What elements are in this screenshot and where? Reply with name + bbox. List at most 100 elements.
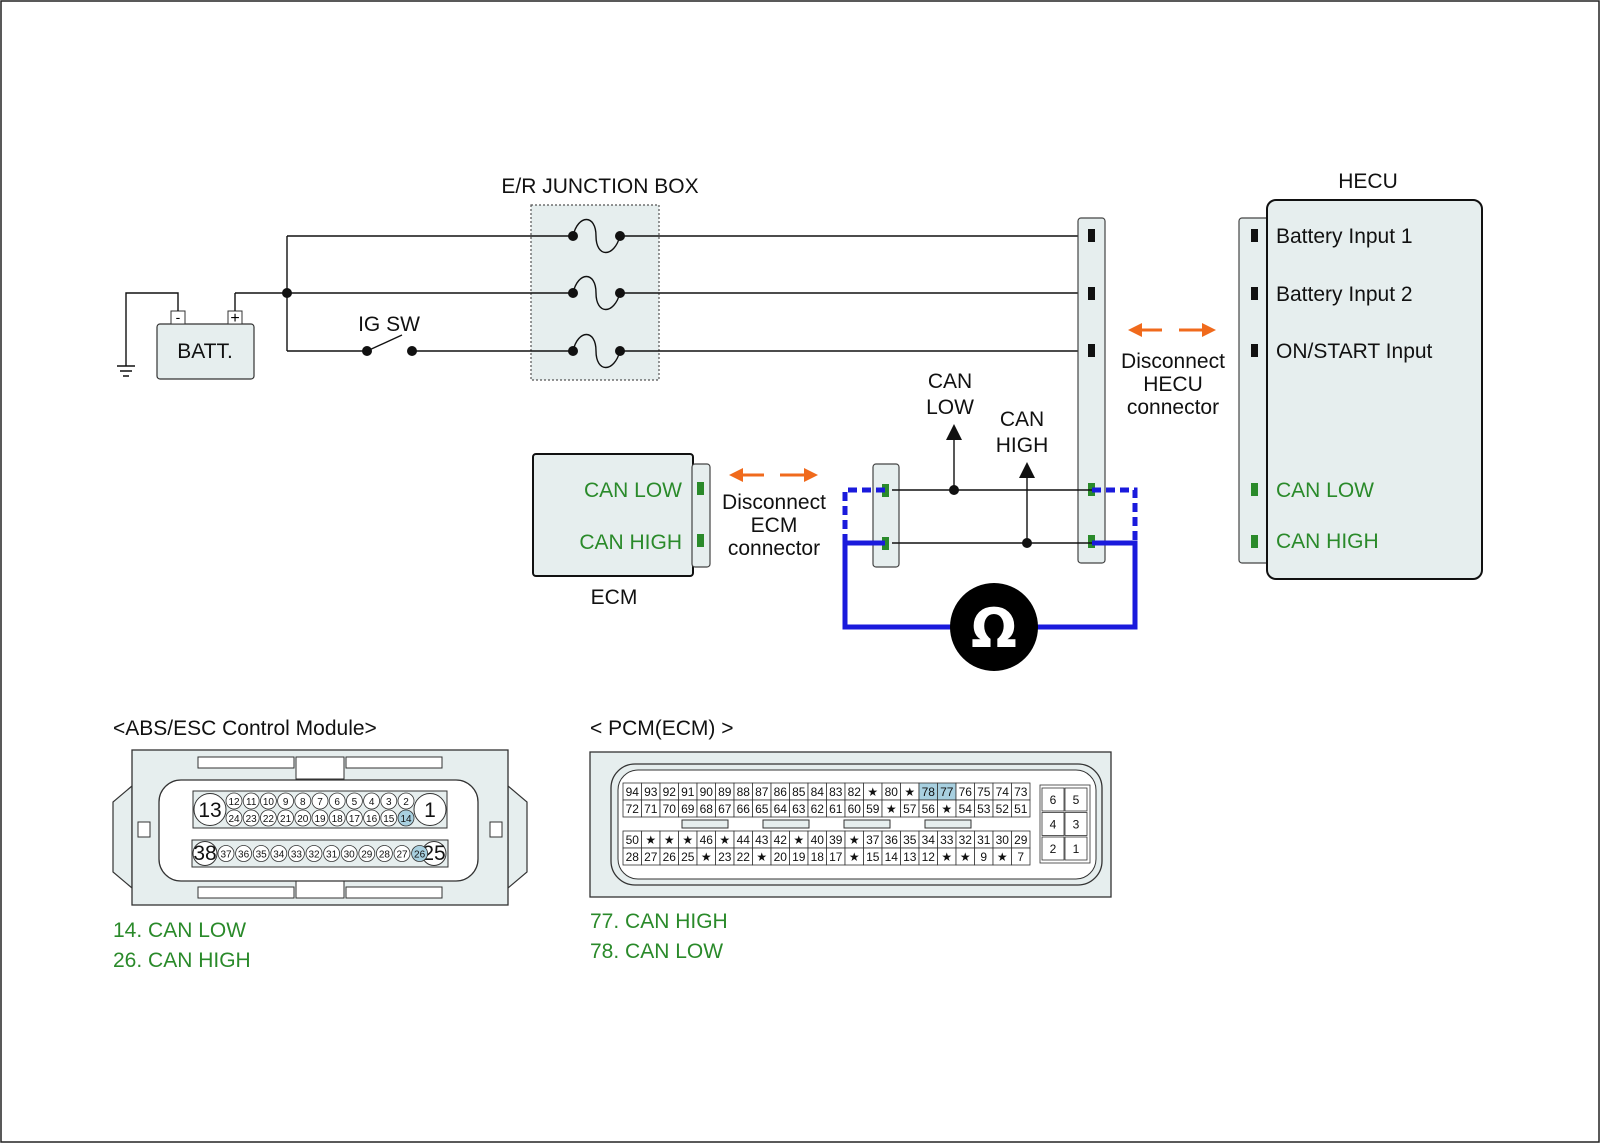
- abs-pin-23: 23: [246, 814, 258, 825]
- pcm-pin-label: 46: [700, 833, 714, 847]
- disconnect-hecu-label-1: Disconnect: [1121, 350, 1225, 373]
- pcm-pin-label: 89: [718, 785, 732, 799]
- pcm-pin-label: 73: [1014, 785, 1028, 799]
- pcm-pin-label: 22: [737, 850, 751, 864]
- pcm-pin-label: 86: [774, 785, 788, 799]
- ohm-symbol: Ω: [971, 597, 1017, 660]
- pcm-pin-label: 76: [959, 785, 973, 799]
- pcm-pin-label: 90: [700, 785, 714, 799]
- abs-pin-36: 36: [238, 850, 250, 861]
- abs-pin-18: 18: [332, 814, 344, 825]
- pcm-pin-label: 77: [940, 785, 954, 799]
- pcm-pin-label: 74: [996, 785, 1010, 799]
- abs-pin-34: 34: [273, 850, 285, 861]
- ecm-title: ECM: [591, 586, 638, 609]
- pcm-pin-label: 44: [737, 833, 751, 847]
- pcm-pin-label: 51: [1014, 802, 1028, 816]
- pcm-small-pin-6: 6: [1050, 793, 1057, 807]
- can-low-probe-arrow: [946, 424, 962, 440]
- pcm-pin-label: 75: [977, 785, 991, 799]
- pcm-pin-label: 66: [737, 802, 751, 816]
- pcm-pin-label: 83: [829, 785, 843, 799]
- ecm-module: [532, 453, 694, 577]
- disconnect-ecm-label-2: ECM: [751, 514, 798, 537]
- splice-dot: [282, 288, 292, 298]
- pcm-pin-label: 18: [811, 850, 825, 864]
- pcm-small-pin-1: 1: [1073, 842, 1080, 856]
- pcm-pin-label: ★: [645, 833, 656, 847]
- abs-pin-16: 16: [366, 814, 378, 825]
- pcm-pin-label: 91: [681, 785, 695, 799]
- pcm-small-pin-3: 3: [1073, 818, 1080, 832]
- pcm-pin-label: 54: [959, 802, 973, 816]
- pcm-connector: [589, 751, 1112, 898]
- pcm-pin-label: 92: [663, 785, 677, 799]
- pcm-pin-label: 42: [774, 833, 788, 847]
- abs-pin-14: 14: [400, 814, 412, 825]
- disconnect-ecm-label-3: connector: [728, 537, 820, 560]
- abs-pin-21: 21: [280, 814, 292, 825]
- fuse-1: [568, 218, 625, 254]
- abs-pin-26: 26: [414, 850, 426, 861]
- abs-pin-12: 12: [228, 797, 240, 808]
- pcm-pin-label: 63: [792, 802, 806, 816]
- abs-pin-2: 2: [403, 797, 409, 808]
- can-low-probe-label-1: CAN: [928, 370, 972, 393]
- abs-pin-10: 10: [263, 797, 275, 808]
- pcm-pin-label: ★: [701, 850, 712, 864]
- pcm-pin-label: ★: [756, 850, 767, 864]
- pcm-small-pin-4: 4: [1050, 818, 1057, 832]
- disconnect-hecu-label-2: HECU: [1143, 373, 1203, 396]
- pcm-pin-label: 36: [885, 833, 899, 847]
- abs-pin-32: 32: [308, 850, 320, 861]
- pcm-pin-label: 60: [848, 802, 862, 816]
- pcm-pin-label: 32: [959, 833, 973, 847]
- pcm-pin-label: 20: [774, 850, 788, 864]
- ecm-connector-harness-side: [872, 463, 900, 568]
- abs-pin-6: 6: [334, 797, 340, 808]
- pcm-pin-label: 94: [626, 785, 640, 799]
- pcm-pin-label: 26: [663, 850, 677, 864]
- pcm-pin-label: ★: [664, 833, 675, 847]
- battery-minus-label: -: [176, 309, 181, 325]
- abs-note-can-low: 14. CAN LOW: [113, 919, 246, 942]
- pcm-pin-label: 13: [903, 850, 917, 864]
- hecu-pin-can-low: CAN LOW: [1276, 479, 1374, 502]
- hecu-title: HECU: [1338, 170, 1398, 193]
- pcm-pin-label: 19: [792, 850, 806, 864]
- pcm-pin-label: 84: [811, 785, 825, 799]
- hecu-connector-module-side: [1238, 217, 1270, 564]
- battery-plus-label: +: [230, 310, 239, 327]
- pcm-pin-label: 82: [848, 785, 862, 799]
- abs-pin-25: 25: [422, 842, 445, 865]
- pcm-pin-label: ★: [793, 833, 804, 847]
- hecu-pin-can-high: CAN HIGH: [1276, 530, 1379, 553]
- ohmmeter-leads: [842, 487, 1138, 630]
- disconnect-ecm-arrows: [729, 468, 818, 482]
- pcm-title: < PCM(ECM) >: [590, 717, 734, 740]
- pcm-pin-label: 57: [903, 802, 917, 816]
- battery-label: BATT.: [177, 340, 233, 363]
- pcm-pin-label: 29: [1014, 833, 1028, 847]
- pcm-pin-label: 88: [737, 785, 751, 799]
- pcm-pin-label: ★: [849, 850, 860, 864]
- pcm-pin-label: 50: [626, 833, 640, 847]
- ig-switch: [362, 334, 417, 356]
- pcm-pin-label: 17: [829, 850, 843, 864]
- pcm-pin-label: 9: [980, 850, 987, 864]
- can-low-probe-label-2: LOW: [926, 396, 974, 419]
- abs-module-title: <ABS/ESC Control Module>: [113, 717, 377, 740]
- can-high-splice: [1022, 538, 1032, 548]
- pcm-pin-label: 27: [644, 850, 658, 864]
- ecm-pin-can-high: CAN HIGH: [579, 531, 682, 554]
- disconnect-hecu-label-3: connector: [1127, 396, 1219, 419]
- pcm-pin-cell: [1011, 847, 1031, 866]
- abs-pin-8: 8: [300, 797, 306, 808]
- pcm-pin-label: 87: [755, 785, 769, 799]
- hecu-pin-battery-input-1: Battery Input 1: [1276, 225, 1413, 248]
- pcm-pin-label: ★: [941, 850, 952, 864]
- pcm-pin-label: ★: [886, 802, 897, 816]
- pcm-pin-label: ★: [867, 785, 878, 799]
